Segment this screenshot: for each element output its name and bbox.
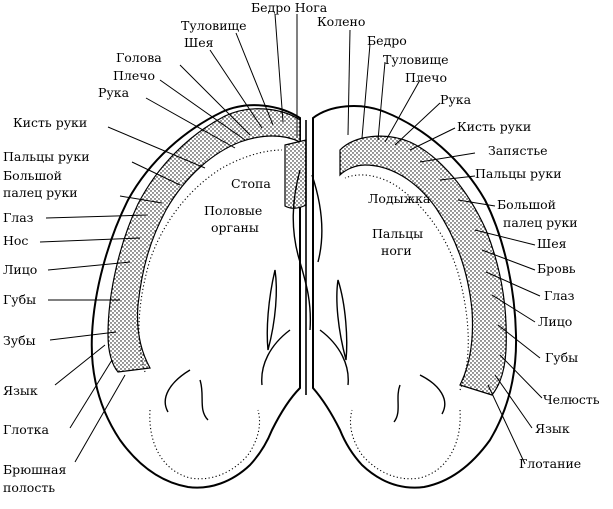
label-genitals-2: органы <box>211 220 259 235</box>
left-ventricle <box>266 269 278 351</box>
left-foot-cortex <box>284 139 307 209</box>
label-right-tongue: Язык <box>535 421 570 436</box>
label-left-abdomen-2: полость <box>3 480 55 495</box>
label-knee: Колено <box>317 14 365 29</box>
label-right-thigh: Бедро <box>367 33 407 48</box>
label-left-abdomen-1: Брюшная <box>3 462 66 477</box>
label-right-jaw: Челюсть <box>543 392 600 407</box>
label-left-hand: Кисть руки <box>13 115 87 130</box>
label-left-face: Лицо <box>3 262 37 277</box>
label-left-eye: Глаз <box>3 210 34 225</box>
label-right-brow: Бровь <box>537 261 576 276</box>
label-right-shoulder: Плечо <box>405 70 447 85</box>
label-right-fingers: Пальцы руки <box>475 166 562 181</box>
label-ankle: Лодыжка <box>368 191 431 206</box>
label-left-thumb-1: Большой <box>3 168 62 183</box>
label-right-thumb-2: палец руки <box>503 215 578 230</box>
label-left-fingers: Пальцы руки <box>3 149 90 164</box>
label-left-neck: Шея <box>184 35 214 50</box>
left-inner-contour <box>164 369 209 421</box>
right-inner-sulcus <box>344 174 469 391</box>
label-left-shoulder: Плечо <box>113 68 155 83</box>
right-ventricle <box>336 279 348 361</box>
left-hemisphere <box>90 104 307 489</box>
label-left-nose: Нос <box>3 233 28 248</box>
label-right-swallowing: Глотание <box>519 456 581 471</box>
label-toes-2: ноги <box>381 243 412 258</box>
label-right-hand: Кисть руки <box>457 119 531 134</box>
label-right-arm: Рука <box>440 92 472 107</box>
midline <box>261 120 349 395</box>
label-genitals-1: Половые <box>204 203 262 218</box>
labels: Бедро Нога Колено Туловище Шея Голова Пл… <box>3 0 600 495</box>
left-temporal-dots <box>149 409 261 480</box>
label-left-thumb-2: палец руки <box>3 185 78 200</box>
leader-lines <box>39 13 543 465</box>
right-hemisphere <box>312 105 518 489</box>
label-left-arm: Рука <box>98 85 130 100</box>
label-thigh-leg: Бедро Нога <box>251 0 328 15</box>
left-cortex-band <box>107 108 301 373</box>
label-right-lips: Губы <box>545 350 578 365</box>
label-left-trunk: Туловище <box>181 18 247 33</box>
label-right-face: Лицо <box>538 314 572 329</box>
label-right-wrist: Запястье <box>488 143 548 158</box>
label-left-head: Голова <box>116 50 162 65</box>
label-left-teeth: Зубы <box>3 333 36 348</box>
label-right-eye: Глаз <box>544 288 575 303</box>
label-left-tongue: Язык <box>3 383 38 398</box>
right-temporal-dots <box>349 409 461 480</box>
label-toes-1: Пальцы <box>372 226 423 241</box>
right-inner-contour <box>393 374 446 423</box>
label-right-neck: Шея <box>537 236 567 251</box>
label-left-pharynx: Глотка <box>3 422 49 437</box>
label-right-thumb-1: Большой <box>497 197 556 212</box>
label-left-lips: Губы <box>3 292 36 307</box>
label-foot: Стопа <box>231 176 271 191</box>
label-right-trunk: Туловище <box>383 52 449 67</box>
